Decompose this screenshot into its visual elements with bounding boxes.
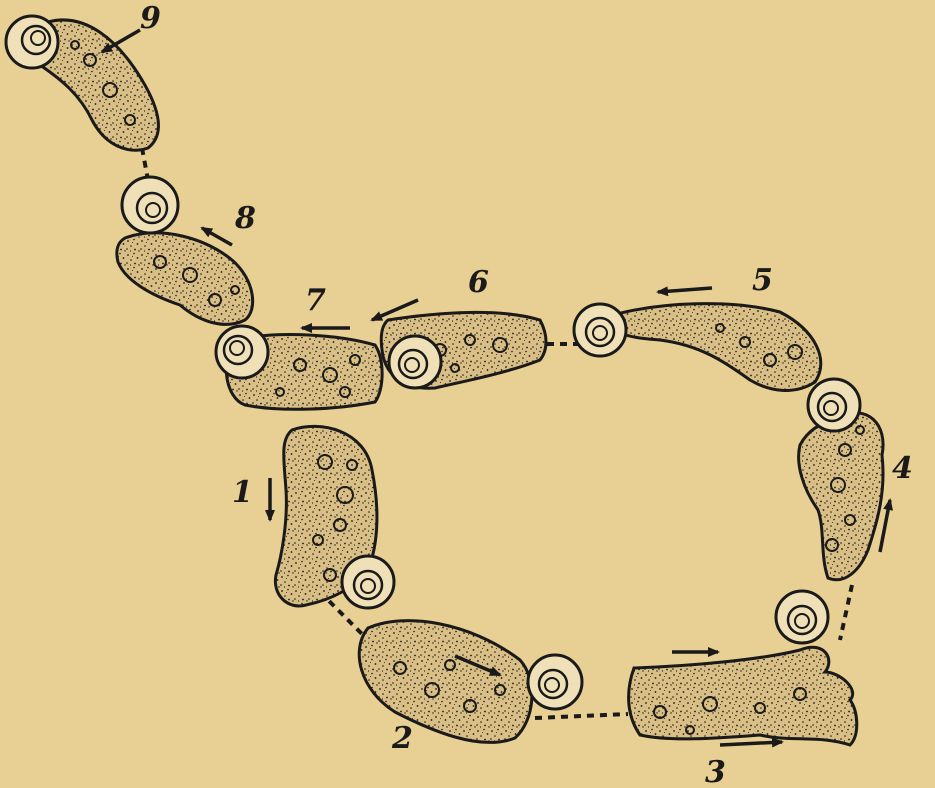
stage-label-3: 3 [705, 755, 726, 788]
food-particle-2 [528, 655, 582, 709]
food-particle-1 [342, 556, 394, 608]
food-particle-9 [6, 16, 58, 68]
stage-label-5: 5 [752, 263, 773, 298]
stage-label-6: 6 [468, 265, 489, 300]
food-particle-5 [574, 304, 626, 356]
amoeba-body-3 [629, 647, 857, 745]
stage-label-1: 1 [232, 475, 253, 510]
amoeba-body-2 [359, 621, 532, 743]
arrow-stage-8 [202, 228, 232, 245]
amoeba-body-5 [603, 304, 821, 391]
stage-label-4: 4 [892, 451, 913, 486]
amoeba-bodies [33, 20, 883, 745]
arrow-stage-3-lower [720, 742, 782, 745]
stage-label-9: 9 [140, 1, 161, 36]
food-particle-8 [122, 177, 178, 233]
food-particle-4 [808, 379, 860, 431]
stage-label-2: 2 [391, 721, 413, 756]
amoeba-body-4 [799, 413, 883, 580]
food-particle-6 [389, 336, 441, 388]
arrow-stage-5 [658, 288, 712, 292]
stage-label-8: 8 [234, 201, 256, 236]
food-particle-7 [216, 326, 268, 378]
arrow-stage-4 [880, 500, 890, 552]
stage-label-7: 7 [305, 283, 326, 318]
food-particle-3 [776, 591, 828, 643]
